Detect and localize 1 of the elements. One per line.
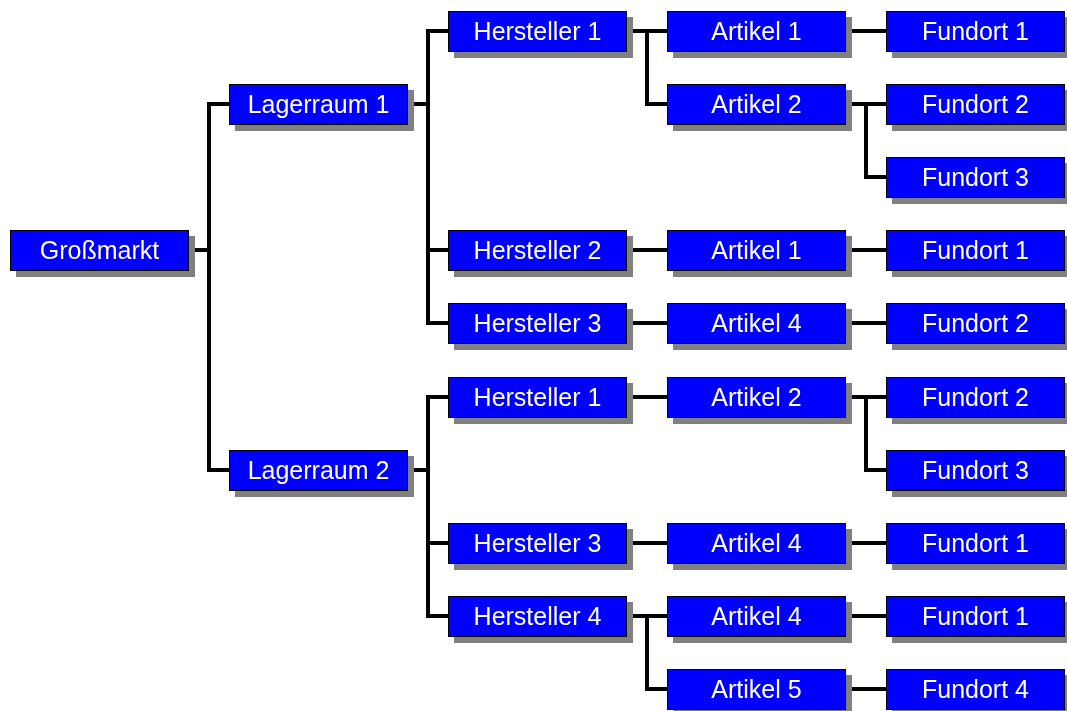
- process-box: Fundort 4: [886, 668, 1065, 710]
